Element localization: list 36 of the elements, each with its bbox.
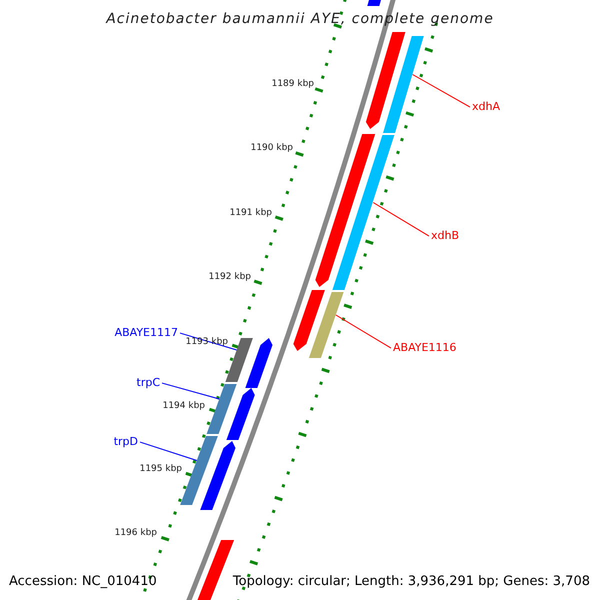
leader-line bbox=[162, 382, 220, 400]
gene-label: trpC bbox=[136, 377, 160, 388]
gene-label: ABAYE1117 bbox=[114, 327, 178, 338]
tick-label: 1189 kbp bbox=[272, 80, 314, 89]
tick-label: 1196 kbp bbox=[114, 529, 157, 538]
gene-block bbox=[308, 292, 344, 358]
info-text: Topology: circular; Length: 3,936,291 bp; Genes: 3,708 bbox=[232, 575, 590, 588]
tick-label: 1191 kbp bbox=[230, 209, 272, 218]
leader-line bbox=[180, 332, 238, 350]
leader-line bbox=[140, 442, 198, 461]
gene-block bbox=[315, 134, 376, 287]
tick-label: 1195 kbp bbox=[140, 465, 182, 474]
gene-label: trpD bbox=[114, 436, 138, 447]
gene-label: xdhB bbox=[431, 230, 460, 241]
gene-block bbox=[383, 36, 424, 133]
tick-label: 1194 kbp bbox=[162, 402, 205, 411]
gene-block bbox=[196, 540, 234, 600]
leader-line bbox=[412, 74, 470, 108]
gene-block bbox=[206, 384, 237, 434]
leader-line bbox=[335, 314, 392, 349]
gene-block bbox=[367, 0, 382, 6]
gene-block bbox=[366, 32, 406, 129]
info-text: Accession: NC_010410 bbox=[9, 575, 157, 588]
gene-block bbox=[226, 388, 255, 440]
gene-block bbox=[200, 441, 236, 510]
tick-label: 1193 kbp bbox=[186, 338, 228, 347]
gene-label: ABAYE1116 bbox=[393, 342, 456, 353]
leader-line bbox=[372, 202, 430, 237]
gene-block bbox=[332, 135, 394, 290]
gene-block bbox=[180, 436, 218, 505]
tick-label: 1192 kbp bbox=[208, 273, 251, 282]
gene-label: xdhA bbox=[472, 101, 500, 112]
gene-block bbox=[293, 290, 325, 351]
tick-label: 1190 kbp bbox=[250, 144, 293, 153]
gene-block bbox=[245, 338, 272, 388]
title: Acinetobacter baumannii AYE, complete genome bbox=[104, 12, 495, 26]
